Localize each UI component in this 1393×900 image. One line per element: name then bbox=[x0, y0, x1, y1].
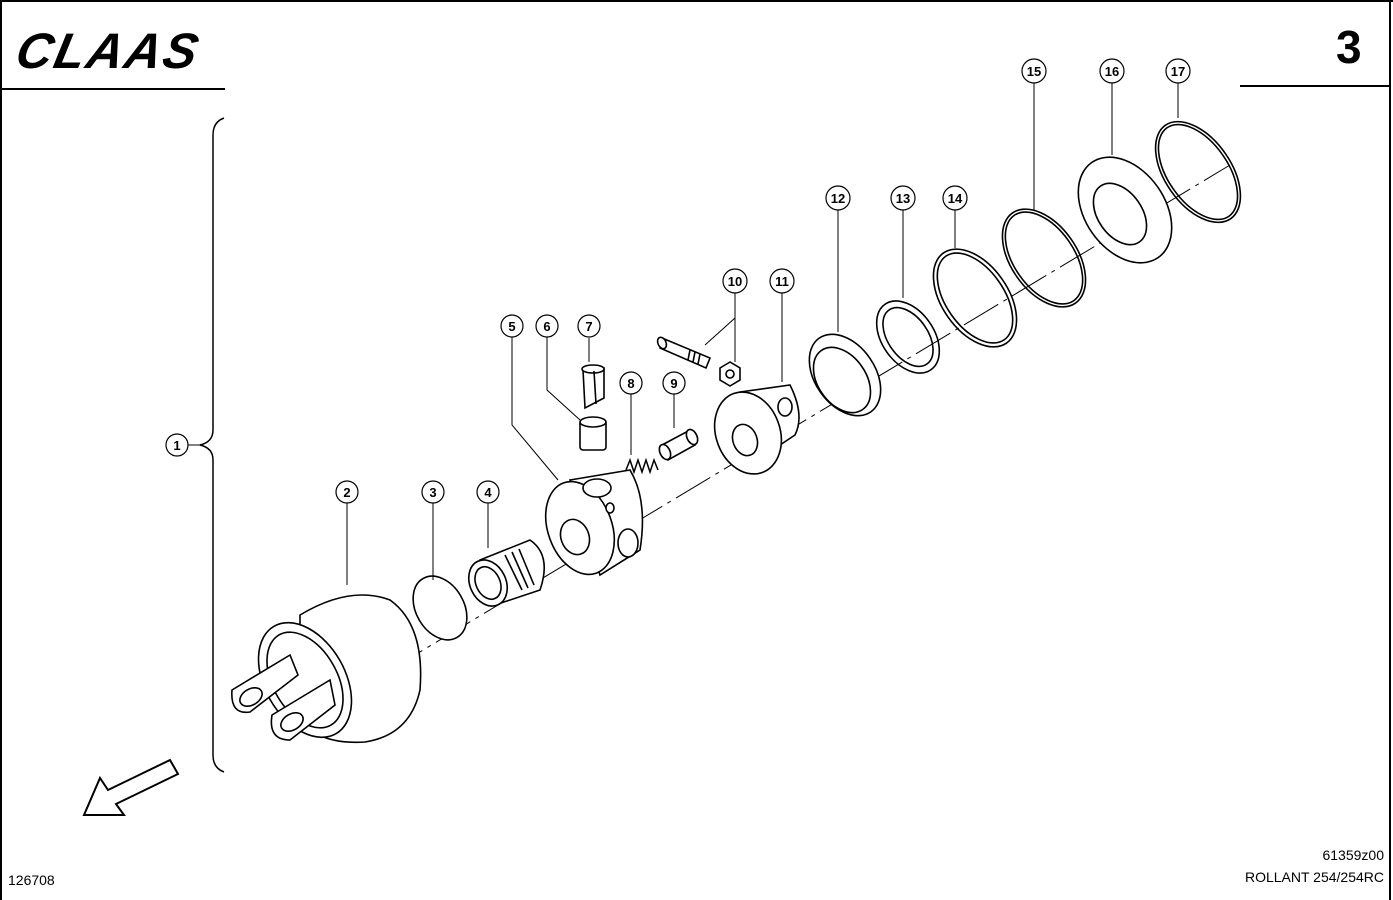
svg-text:14: 14 bbox=[948, 191, 963, 206]
part-12-cup bbox=[808, 333, 882, 417]
part-2-yoke-housing bbox=[231, 594, 422, 744]
svg-text:1: 1 bbox=[173, 438, 180, 453]
svg-text:4: 4 bbox=[484, 485, 492, 500]
callout-leaders bbox=[188, 82, 1179, 585]
callout-13: 13 bbox=[890, 185, 916, 211]
part-16-seal-ring bbox=[1077, 156, 1173, 264]
part-8-spring bbox=[625, 457, 659, 475]
svg-text:11: 11 bbox=[775, 274, 789, 289]
part-17-o-ring bbox=[1154, 120, 1242, 224]
svg-text:7: 7 bbox=[585, 319, 592, 334]
part-5-coupling-hub bbox=[544, 469, 644, 577]
part-7-sleeve bbox=[581, 364, 605, 410]
callout-4: 4 bbox=[476, 480, 500, 504]
callout-12: 12 bbox=[825, 185, 851, 211]
part-6-pin bbox=[579, 416, 607, 451]
callout-11: 11 bbox=[769, 268, 795, 294]
callout-17: 17 bbox=[1165, 58, 1191, 84]
part-10-bolt-nut bbox=[656, 336, 741, 387]
part-14-snap-ring bbox=[932, 248, 1018, 348]
brand-logo: CLAAS bbox=[11, 23, 205, 79]
callout-7: 7 bbox=[577, 314, 601, 338]
callout-3: 3 bbox=[421, 480, 445, 504]
svg-text:12: 12 bbox=[831, 191, 845, 206]
drawing-reference: 126708 bbox=[8, 872, 55, 888]
callout-16: 16 bbox=[1099, 58, 1125, 84]
svg-text:16: 16 bbox=[1105, 64, 1119, 79]
svg-text:2: 2 bbox=[343, 485, 350, 500]
arrow-down-left-icon bbox=[82, 758, 180, 816]
callout-14: 14 bbox=[942, 185, 968, 211]
part-15-o-ring bbox=[1001, 208, 1087, 308]
part-3-disc bbox=[412, 575, 468, 641]
svg-text:17: 17 bbox=[1171, 64, 1185, 79]
callout-1: 1 bbox=[165, 433, 189, 457]
svg-text:6: 6 bbox=[543, 319, 550, 334]
model-name: ROLLANT 254/254RC bbox=[1245, 869, 1384, 885]
callout-15: 15 bbox=[1021, 58, 1047, 84]
page-number: 3 bbox=[1336, 21, 1362, 73]
part-9-plunger bbox=[658, 428, 699, 462]
part-13-ring bbox=[875, 300, 941, 374]
callout-5: 5 bbox=[500, 314, 524, 338]
figure-code: 61359z00 bbox=[1322, 847, 1384, 863]
svg-text:9: 9 bbox=[670, 376, 677, 391]
svg-text:15: 15 bbox=[1027, 64, 1041, 79]
callout-2: 2 bbox=[335, 480, 359, 504]
svg-text:8: 8 bbox=[627, 376, 634, 391]
callout-9: 9 bbox=[662, 371, 686, 395]
svg-text:3: 3 bbox=[429, 485, 436, 500]
part-11-yoke-flange bbox=[713, 384, 800, 475]
svg-text:5: 5 bbox=[508, 319, 515, 334]
callout-10: 10 bbox=[722, 268, 748, 294]
svg-text:13: 13 bbox=[896, 191, 910, 206]
part-4-plug bbox=[467, 539, 546, 607]
callout-6: 6 bbox=[535, 314, 559, 338]
svg-text:10: 10 bbox=[728, 274, 742, 289]
callout-8: 8 bbox=[619, 371, 643, 395]
assembly-brace bbox=[199, 117, 225, 773]
